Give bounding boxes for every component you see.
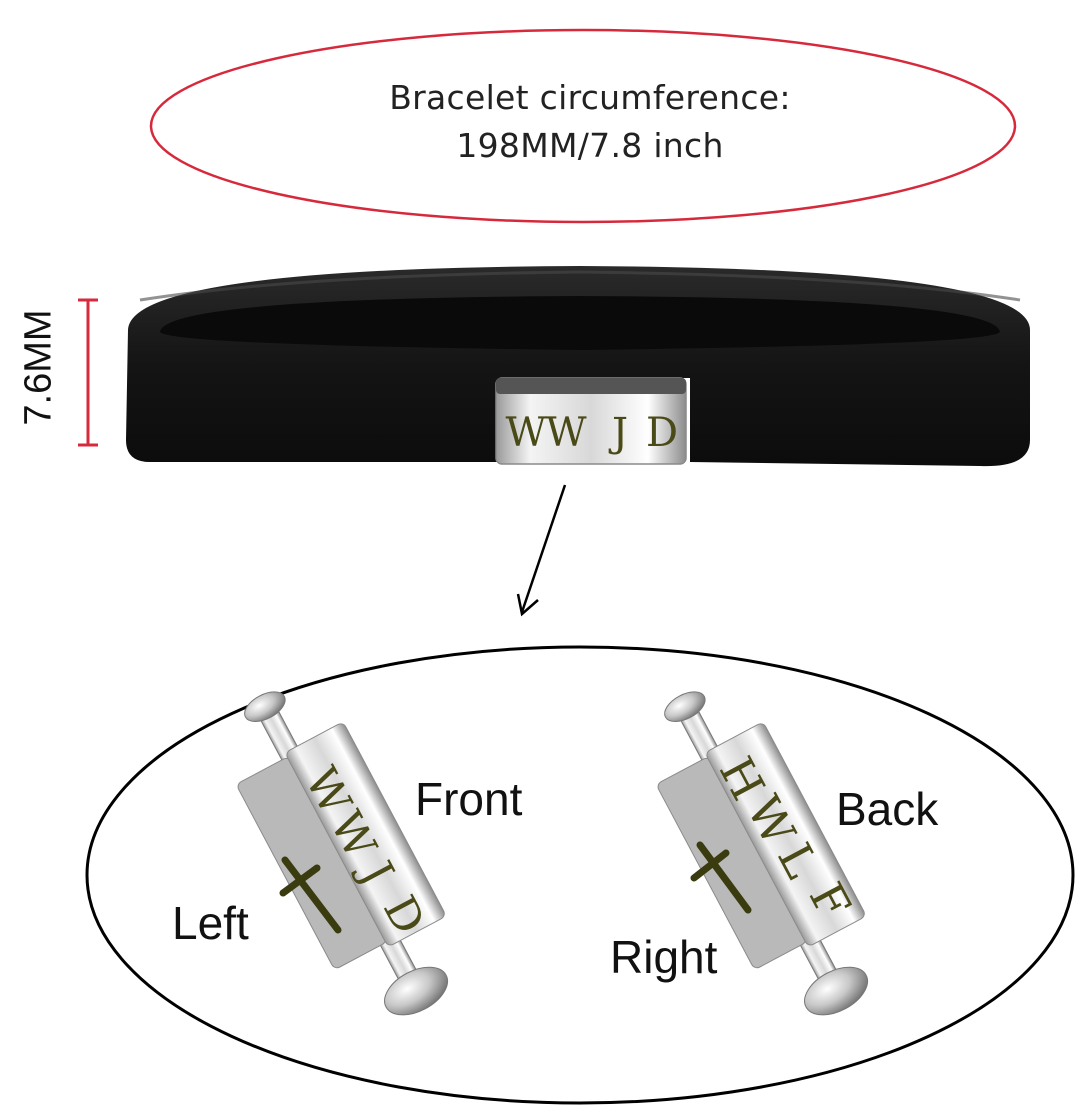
charm-right — [657, 691, 869, 1016]
charm-left — [237, 691, 449, 1016]
detail-ellipse — [85, 645, 1075, 1105]
bracelet-clasp-bar — [495, 377, 687, 465]
caption-ellipse — [149, 28, 1017, 224]
width-dimension-label: 7.6MM — [17, 309, 60, 426]
circumference-label-line1: Bracelet circumference: — [389, 78, 791, 117]
bracelet-engraving-letter-4: D — [646, 410, 678, 456]
label-back: Back — [836, 783, 939, 835]
silicone-bracelet — [126, 266, 1030, 467]
pointer-arrow — [516, 484, 567, 617]
label-right: Right — [610, 931, 718, 983]
cross-engraving-right — [690, 841, 752, 914]
cross-engraving-left — [279, 856, 342, 934]
bracelet-engraving-letter-3: J — [608, 410, 628, 456]
bracelet-engraving-letter-2: W — [545, 410, 586, 456]
dimension-marker — [78, 298, 98, 447]
circumference-label-line2: 198MM/7.8 inch — [456, 126, 724, 165]
label-left: Left — [172, 897, 249, 949]
bracelet-engraving-letter-1: W — [505, 410, 546, 456]
label-front: Front — [415, 773, 523, 825]
